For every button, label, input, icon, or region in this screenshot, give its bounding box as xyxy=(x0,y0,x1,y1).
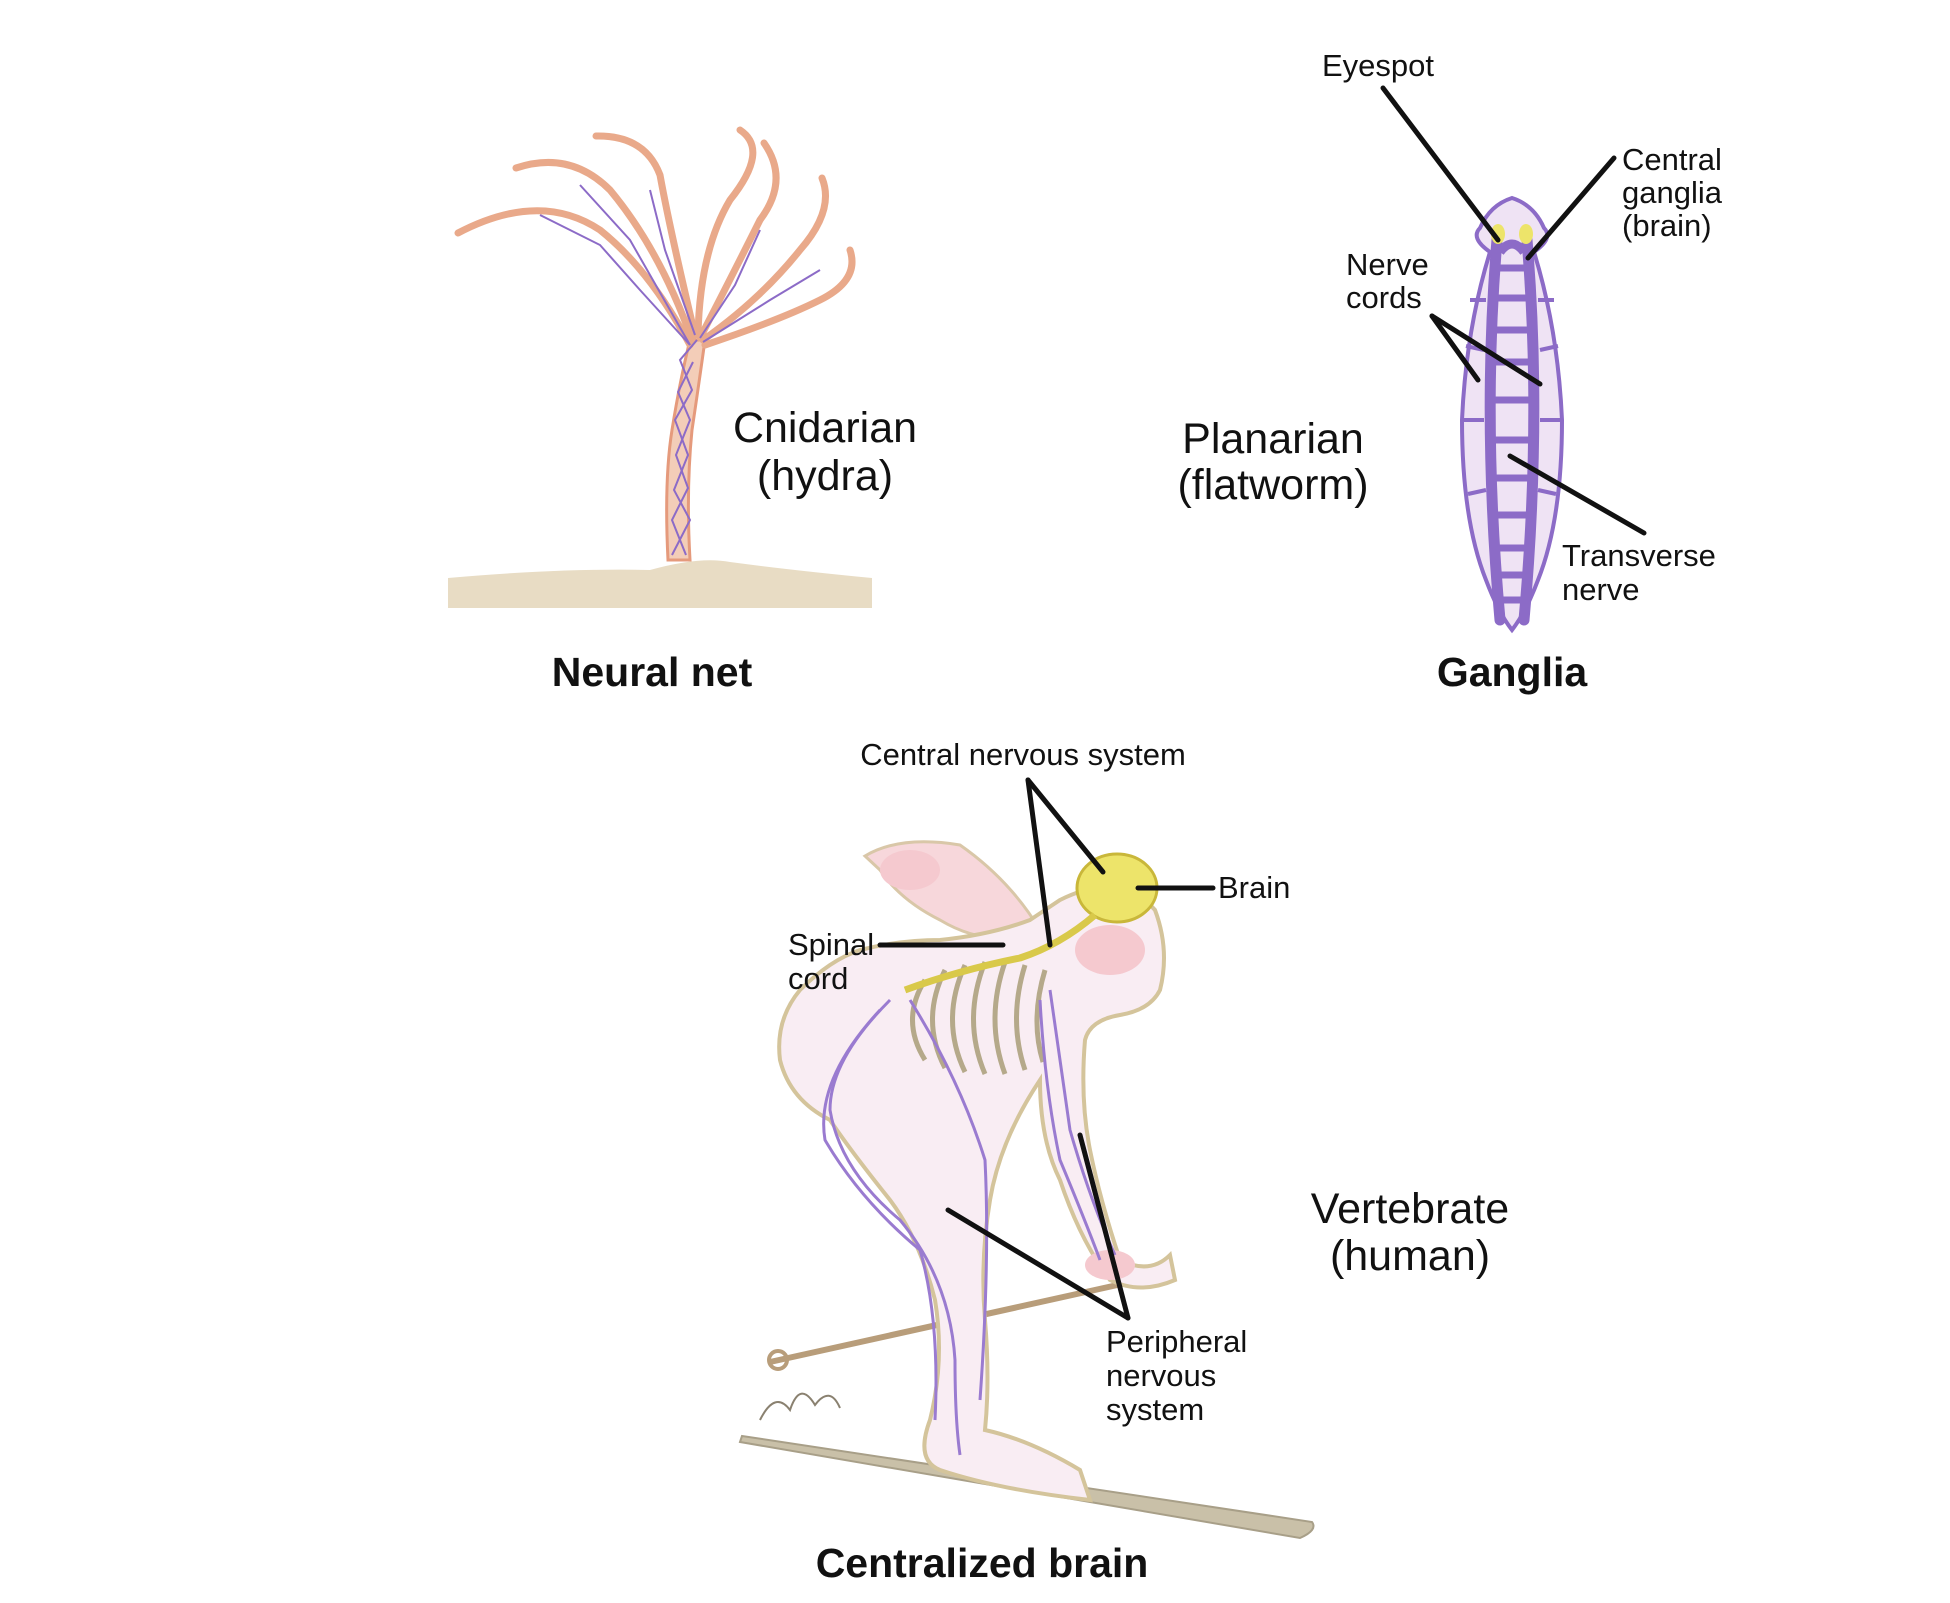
hydra-species-label-line1: Cnidarian xyxy=(733,404,917,452)
pns-label-1: Peripheral xyxy=(1106,1324,1247,1359)
pns-label-3: system xyxy=(1106,1392,1204,1427)
hydra-illustration xyxy=(448,126,872,608)
hydra-species-label-line2: (hydra) xyxy=(757,452,893,500)
brain-label: Brain xyxy=(1218,870,1290,905)
nerve-cords-leader-a xyxy=(1429,313,1481,383)
nerve-cords-label-1: Nerve xyxy=(1346,247,1429,282)
transverse-nerve-leader xyxy=(1507,453,1647,536)
nerve-cords-label-2: cords xyxy=(1346,280,1422,315)
spinal-cord-label-1: Spinal xyxy=(788,927,874,962)
skin-tissue-1 xyxy=(1075,925,1145,975)
centralized-brain-title: Centralized brain xyxy=(816,1540,1149,1586)
central-ganglia-label-3: (brain) xyxy=(1622,208,1712,243)
planarian-species-label-line2: (flatworm) xyxy=(1177,461,1368,509)
planarian-illustration xyxy=(1459,195,1565,634)
flatworm-body xyxy=(1459,195,1565,634)
vertebrate-species-label-line2: (human) xyxy=(1330,1232,1490,1280)
flatworm-transverse-nerves xyxy=(1488,264,1536,604)
hydra-neural-net xyxy=(539,184,821,556)
central-ganglia-leader xyxy=(1525,155,1617,261)
skin-tissue-2 xyxy=(880,850,940,890)
cns-leader-brain xyxy=(1025,777,1106,875)
transverse-nerve-label-2: nerve xyxy=(1562,572,1640,607)
ganglia-title: Ganglia xyxy=(1437,649,1589,695)
nerve-cords-leader-b xyxy=(1429,313,1543,387)
skier-body xyxy=(777,885,1178,1503)
spinal-cord-shape xyxy=(903,912,1098,994)
hydra-tentacles xyxy=(454,126,856,349)
sand-base xyxy=(448,560,872,608)
transverse-nerve-label-1: Transverse xyxy=(1562,538,1716,573)
peripheral-nerves xyxy=(822,989,1117,1456)
pns-label-2: nervous xyxy=(1106,1358,1216,1393)
neural-net-title: Neural net xyxy=(552,649,753,695)
central-ganglia-label-1: Central xyxy=(1622,142,1722,177)
skier-illustration xyxy=(738,840,1315,1540)
pns-leader-leg xyxy=(945,1207,1131,1321)
ski-pole-basket xyxy=(767,1349,789,1371)
eyespot-label: Eyespot xyxy=(1322,48,1434,83)
cns-leader-spine xyxy=(1025,777,1053,948)
eyespot-leader xyxy=(1380,85,1501,243)
spinal-cord-label-2: cord xyxy=(788,961,848,996)
flatworm-nerve-cords xyxy=(1484,234,1540,626)
cns-label: Central nervous system xyxy=(860,737,1186,772)
artist-signature xyxy=(759,1392,841,1421)
pns-leader-arm xyxy=(1077,1132,1131,1321)
central-ganglia xyxy=(1496,239,1528,255)
planarian-species-label-line1: Planarian xyxy=(1182,415,1364,463)
eyespot-right xyxy=(1519,224,1533,244)
vertebrate-species-label-line1: Vertebrate xyxy=(1311,1185,1509,1233)
central-ganglia-label-2: ganglia xyxy=(1622,175,1723,210)
